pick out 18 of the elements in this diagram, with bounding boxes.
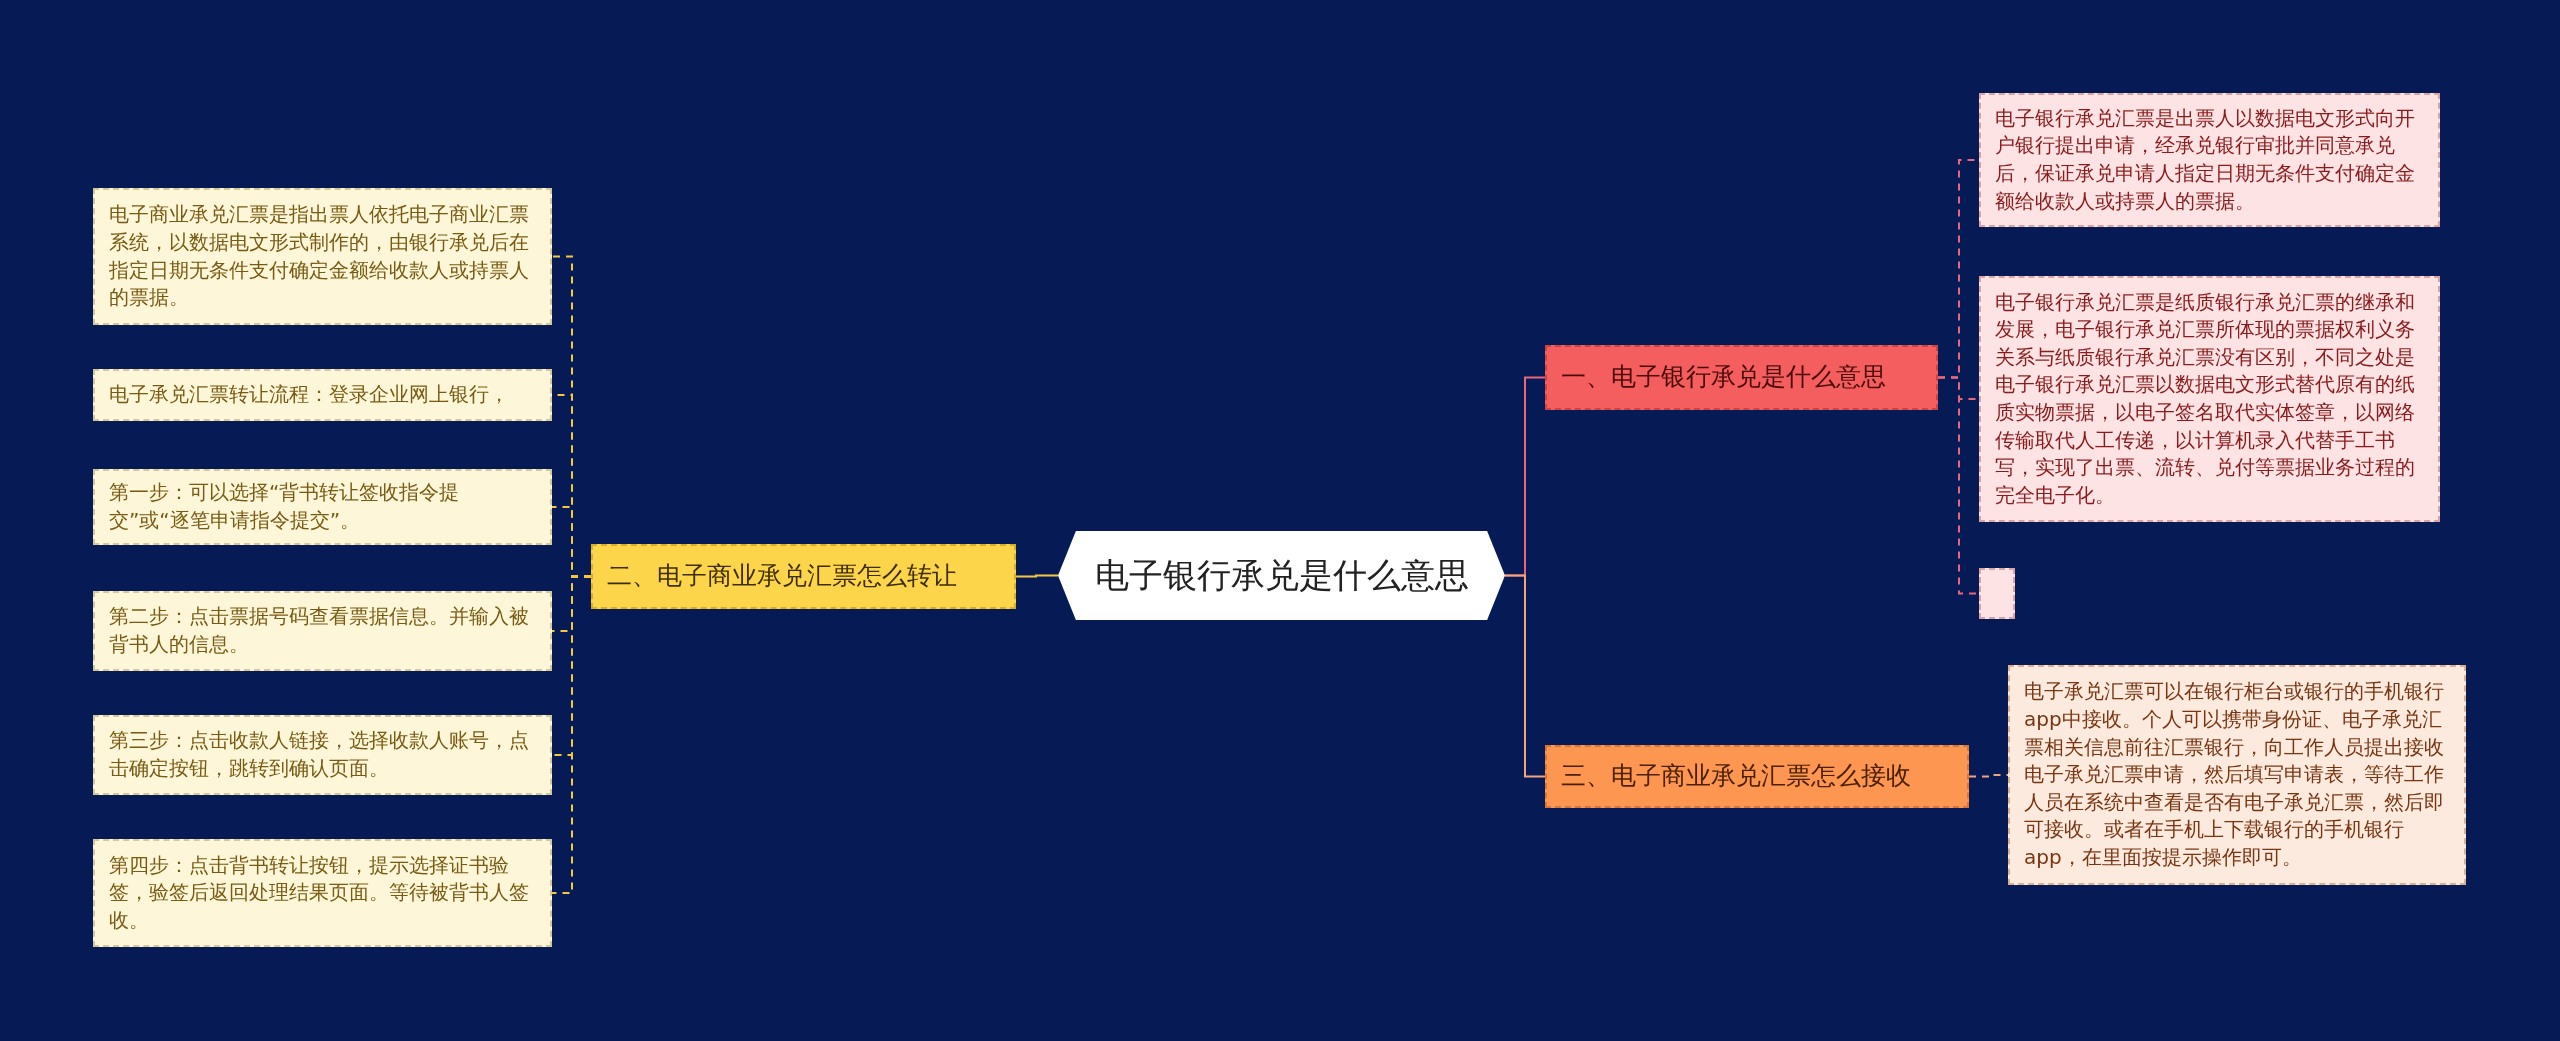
connector-line — [1015, 574, 1059, 578]
branch-topic: 三、电子商业承兑汇票怎么接收 — [1545, 745, 1969, 808]
note-card: 第二步：点击票据号码查看票据信息。并输入被背书人的信息。 — [93, 591, 552, 671]
note-card: 电子承兑汇票可以在银行柜台或银行的手机银行app中接收。个人可以携带身份证、电子承兑汇票相关信息前往汇票银行，向工作人员提出接收电子承兑汇票申请，然后填写申请表，等待工作人员在系统中查看是否有电子承兑汇票，然后即可接收。或者在手机上下载银行的手机银行app，在里面按提示操作即可。 — [2008, 665, 2466, 885]
connector-line — [1504, 574, 1546, 778]
connector-line — [1968, 774, 2009, 778]
note-card: 电子商业承兑汇票是指出票人依托电子商业汇票系统，以数据电文形式制作的，由银行承兑后在指定日期无条件支付确定金额给收款人或持票人的票据。 — [93, 188, 552, 325]
note-card: 第三步：点击收款人链接，选择收款人账号，点击确定按钮，跳转到确认页面。 — [93, 715, 552, 795]
empty-note-card — [1979, 568, 2015, 619]
note-card: 电子银行承兑汇票是纸质银行承兑汇票的继承和发展，电子银行承兑汇票所体现的票据权利义务关系与纸质银行承兑汇票没有区别，不同之处是电子银行承兑汇票以数据电文形式替代原有的纸质实物票据，以电子签名取代实体签章，以网络传输取代人工传递，以计算机录入代替手工书写，实现了出票、流转、兑付等票据业务过程的完全电子化。 — [1979, 276, 2440, 522]
branch-topic: 一、电子银行承兑是什么意思 — [1545, 345, 1938, 410]
note-card: 电子银行承兑汇票是出票人以数据电文形式向开户银行提出申请，经承兑银行审批并同意承兑后，保证承兑申请人指定日期无条件支付确定金额给收款人或持票人的票据。 — [1979, 93, 2440, 227]
note-card: 第一步：可以选择“背书转让签收指令提交”或“逐笔申请指令提交”。 — [93, 469, 552, 545]
connector-line — [551, 575, 592, 894]
branch-topic: 二、电子商业承兑汇票怎么转让 — [591, 544, 1016, 609]
note-card: 电子承兑汇票转让流程：登录企业网上银行， — [93, 369, 552, 421]
central-topic-hexagon: 电子银行承兑是什么意思 — [1058, 531, 1505, 620]
note-card: 第四步：点击背书转让按钮，提示选择证书验签，验签后返回处理结果页面。等待被背书人签收。 — [93, 839, 552, 947]
